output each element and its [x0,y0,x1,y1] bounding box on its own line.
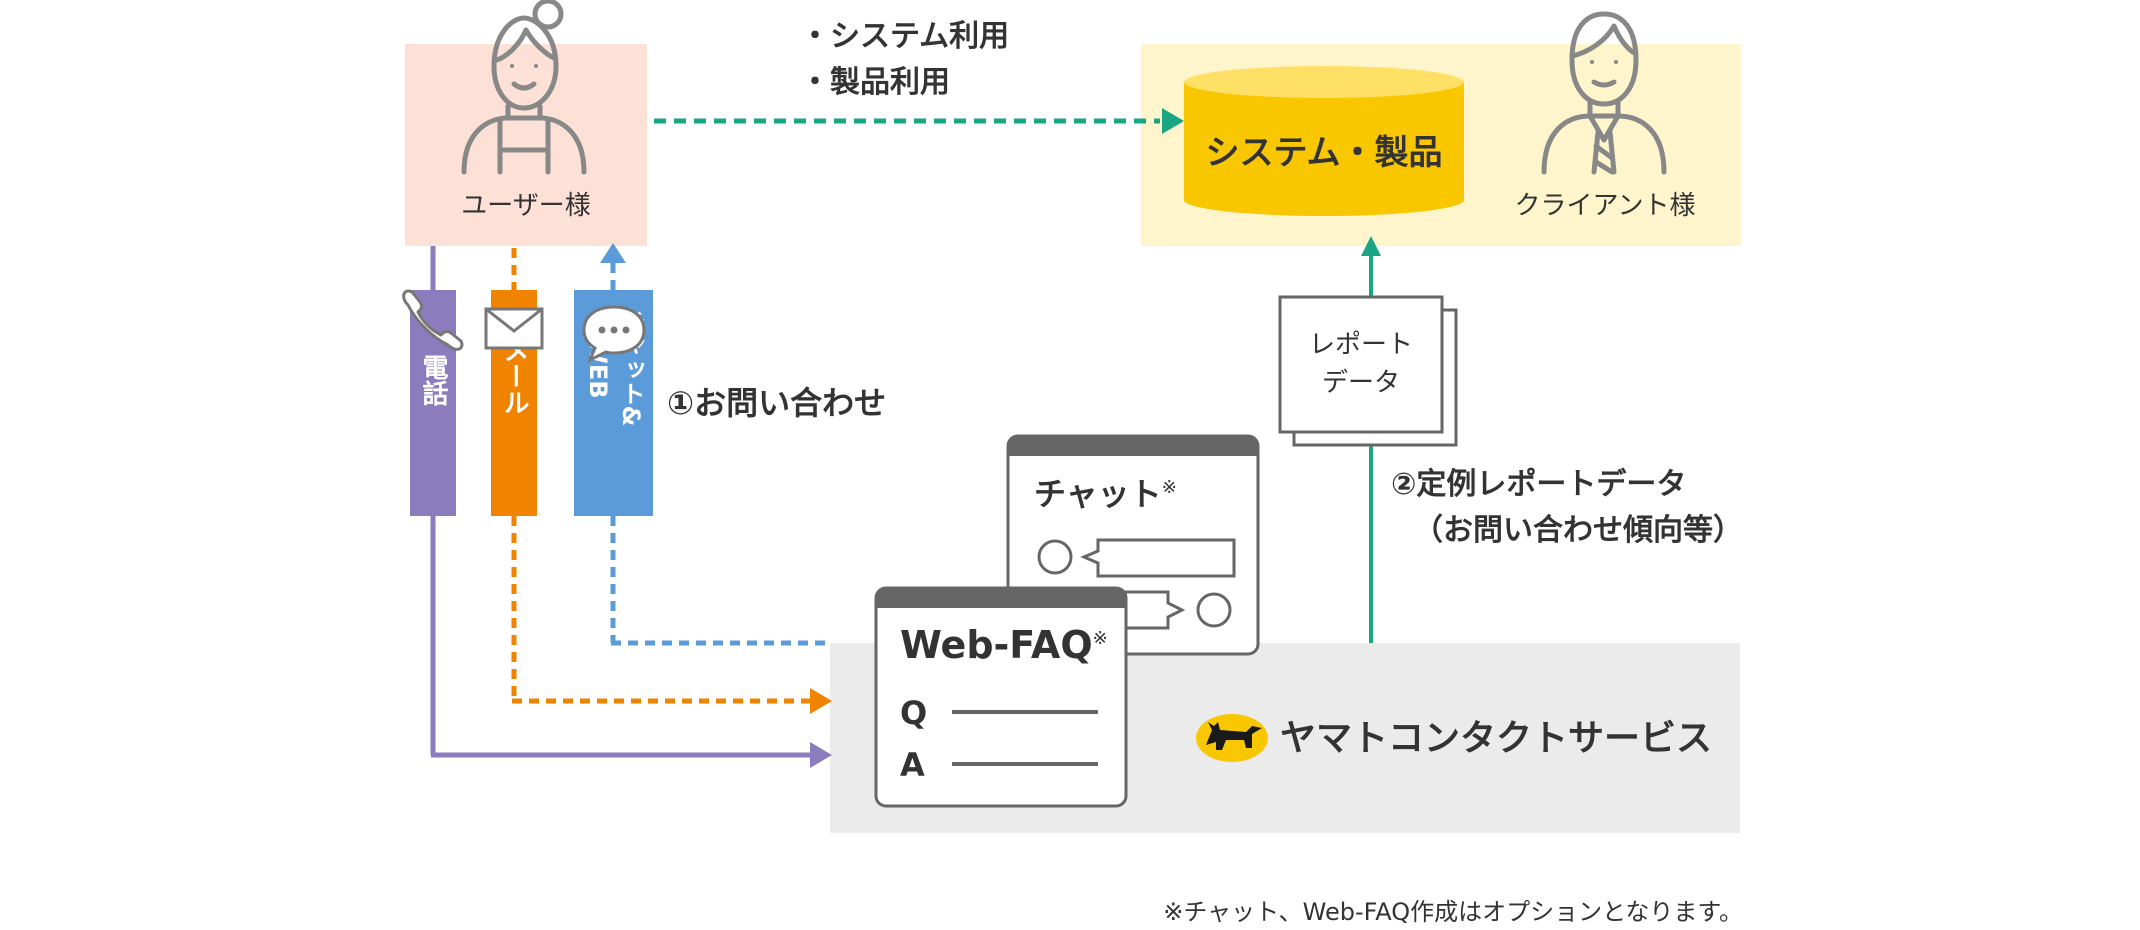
usage-line2: ・製品利用 [800,65,950,100]
usage-arrow-head [1162,108,1184,134]
system-cylinder [1184,66,1464,216]
faq-window-note-mark: ※ [1093,628,1108,649]
faq-a-label: A [900,746,925,784]
step2-line1: ②定例レポートデータ [1391,467,1686,502]
user-label: ユーザー様 [461,191,590,221]
client-label: クライアント様 [1515,191,1696,221]
chat-bubble-icon [582,305,646,364]
mail-icon [484,307,544,350]
client-person-icon [1541,11,1667,175]
usage-line1: ・システム利用 [800,19,1009,54]
faq-q-label: Q [900,694,927,732]
chat-window-note-mark: ※ [1162,477,1177,498]
step1-label: ①お問い合わせ [667,384,886,422]
black-cat-logo-icon [1196,714,1268,762]
faq-window [874,586,1128,808]
mail-arrow-head [810,688,832,714]
service-name: ヤマトコンタクトサービス [1280,718,1712,759]
user-panel [405,44,647,246]
system-label: システム・製品 [1206,133,1443,173]
footnote: ※チャット、Web-FAQ作成はオプションとなります。 [1163,898,1743,926]
faq-window-title: Web-FAQ※ [900,623,1108,667]
phone-icon [402,289,464,351]
phone-label: 電話 [418,354,448,406]
step2-line2: （お問い合わせ傾向等） [1413,513,1743,548]
mail-label: メール [499,337,529,415]
report-document-icon [1278,295,1458,447]
user-person-icon [461,0,587,175]
chat-window-title: チャット※ [1034,475,1177,513]
report-line2: データ [1322,368,1400,398]
report-line1: レポート [1309,330,1413,360]
chat-arrow-head-up [600,243,626,263]
phone-arrow-head [810,742,832,768]
phone-bar [410,290,456,516]
